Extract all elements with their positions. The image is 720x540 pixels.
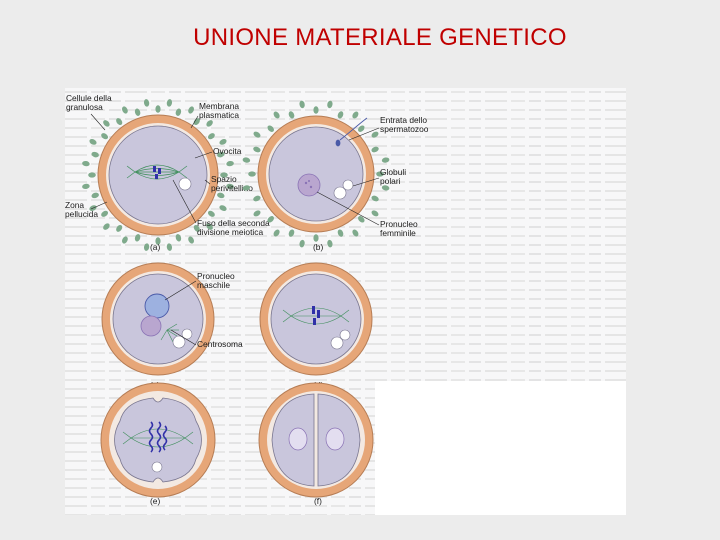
panel-label-f: (f) bbox=[314, 496, 322, 506]
label-ovocita: Ovocita bbox=[213, 146, 242, 156]
female-pronucleus-b bbox=[298, 174, 320, 196]
nucleus-right-f bbox=[326, 428, 344, 450]
slide-title: UNIONE MATERIALE GENETICO bbox=[0, 24, 720, 52]
label-zona-2: pellucida bbox=[65, 209, 98, 219]
label-entrata-2: spermatozoo bbox=[380, 124, 429, 134]
granulosa-cell bbox=[248, 171, 256, 176]
granulosa-cell bbox=[313, 234, 318, 242]
figure-svg: (a) Cellule della granulosa Membrana pla… bbox=[65, 88, 626, 515]
blank-area bbox=[375, 381, 626, 515]
polar-body-a bbox=[179, 178, 191, 190]
meiosis-fertilization-figure: (a) Cellule della granulosa Membrana pla… bbox=[65, 88, 626, 515]
female-pronucleus-c bbox=[141, 316, 161, 336]
label-pronucleo-f-2: femminile bbox=[380, 228, 416, 238]
polar-body-d1 bbox=[331, 337, 343, 349]
label-centrosoma: Centrosoma bbox=[197, 339, 243, 349]
panel-label-a: (a) bbox=[150, 242, 160, 252]
label-membrana-2: plasmatica bbox=[199, 110, 239, 120]
polar-body-c1 bbox=[173, 336, 185, 348]
oocyte-b bbox=[269, 127, 363, 221]
panel-label-e: (e) bbox=[150, 496, 160, 506]
polar-body-d2 bbox=[340, 330, 350, 340]
panel-label-b: (b) bbox=[313, 242, 323, 252]
male-pronucleus-c bbox=[145, 294, 169, 318]
label-fuso-2: divisione meiotica bbox=[197, 227, 263, 237]
polar-body-b2 bbox=[343, 180, 353, 190]
polar-body-b1 bbox=[334, 187, 346, 199]
granulosa-cell bbox=[155, 105, 160, 113]
label-cellule-granulosa-2: granulosa bbox=[66, 102, 103, 112]
granulosa-cell bbox=[88, 172, 96, 177]
nucleus-left-f bbox=[289, 428, 307, 450]
granulosa-cell bbox=[313, 106, 318, 114]
label-pronucleo-m-2: maschile bbox=[197, 280, 230, 290]
label-globuli-2: polari bbox=[380, 176, 401, 186]
polar-body-e bbox=[152, 462, 162, 472]
